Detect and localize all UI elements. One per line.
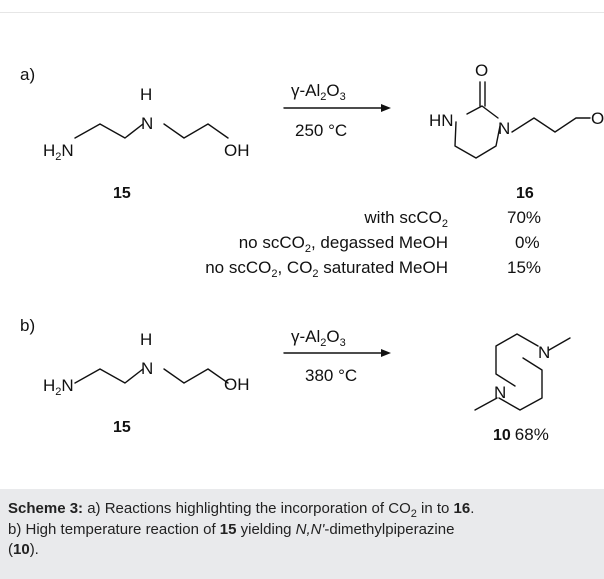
bond-methyl-top bbox=[548, 337, 571, 351]
bond-chain-left-b bbox=[74, 368, 144, 384]
atom-n-bottom: N bbox=[494, 383, 506, 402]
top-divider bbox=[0, 12, 604, 13]
reagent-catalyst-a: γ-Al2O3 bbox=[291, 81, 346, 103]
caption-line-1: Scheme 3: a) Reactions highlighting the … bbox=[8, 500, 475, 520]
yield-row-1: 70% bbox=[507, 208, 541, 227]
atom-oh: OH bbox=[224, 141, 250, 160]
part-a-label: a) bbox=[20, 65, 35, 84]
bond-methyl-bottom bbox=[474, 397, 498, 411]
bond-chain-left bbox=[74, 123, 144, 139]
caption-italic: N,N' bbox=[295, 521, 325, 538]
bond-ring-top bbox=[466, 105, 499, 119]
arrow-head-b bbox=[381, 349, 391, 357]
atom-h: H bbox=[140, 85, 152, 104]
condition-row-1: with scCO2 bbox=[363, 208, 448, 230]
compound-15-structure-a: H N H2N OH bbox=[43, 85, 250, 163]
bond-ring-left bbox=[495, 333, 539, 387]
compound-10-structure: N N bbox=[474, 333, 571, 411]
yield-row-2: 0% bbox=[515, 233, 540, 252]
compound-15-structure-b: H N H2N OH bbox=[43, 330, 250, 398]
compound-number-15-b: 15 bbox=[113, 419, 131, 436]
atom-n-b: N bbox=[141, 359, 153, 378]
atom-n-ring: N bbox=[498, 119, 510, 138]
part-b-label: b) bbox=[20, 316, 35, 335]
reagent-catalyst-b: γ-Al2O3 bbox=[291, 327, 346, 349]
caption-ref-16: 16 bbox=[453, 500, 471, 517]
arrow-head-a bbox=[381, 104, 391, 112]
atom-h2n: H2N bbox=[43, 141, 74, 163]
caption-line-2: b) High temperature reaction of 15 yield… bbox=[8, 521, 455, 538]
atom-o-carbonyl: O bbox=[475, 61, 488, 80]
condition-row-2: no scCO2, degassed MeOH bbox=[239, 233, 448, 255]
atom-n: N bbox=[141, 114, 153, 133]
scheme-caption: Scheme 3: a) Reactions highlighting the … bbox=[0, 489, 604, 579]
caption-ref-10: 10 bbox=[13, 541, 30, 558]
reaction-temperature-a: 250 °C bbox=[295, 121, 347, 140]
atom-oh-product: OH bbox=[591, 109, 604, 128]
bond-chain-right bbox=[163, 123, 229, 139]
yield-row-3: 15% bbox=[507, 258, 541, 277]
bond-ring-bottom bbox=[454, 121, 501, 159]
compound-16-structure: O HN N OH bbox=[429, 61, 604, 159]
atom-h2n-b: H2N bbox=[43, 376, 74, 398]
caption-lead: Scheme 3: bbox=[8, 500, 84, 517]
caption-line-3: (10). bbox=[8, 541, 39, 558]
reaction-temperature-b: 380 °C bbox=[305, 366, 357, 385]
reaction-scheme: a) H N H2N OH 15 γ-Al2O3 250 °C O HN N O… bbox=[20, 61, 604, 444]
bond-hydroxyethyl bbox=[511, 117, 591, 133]
atom-h-b: H bbox=[140, 330, 152, 349]
yield-table-header: 16 bbox=[516, 185, 534, 202]
bond-chain-right-b bbox=[163, 368, 229, 384]
bond-ring-right bbox=[498, 357, 543, 411]
atom-hn: HN bbox=[429, 111, 454, 130]
compound-number-15-a: 15 bbox=[113, 185, 131, 202]
condition-row-3: no scCO2, CO2 saturated MeOH bbox=[205, 258, 448, 280]
atom-oh-b: OH bbox=[224, 375, 250, 394]
caption-ref-15: 15 bbox=[219, 521, 237, 538]
atom-n-top: N bbox=[538, 343, 550, 362]
